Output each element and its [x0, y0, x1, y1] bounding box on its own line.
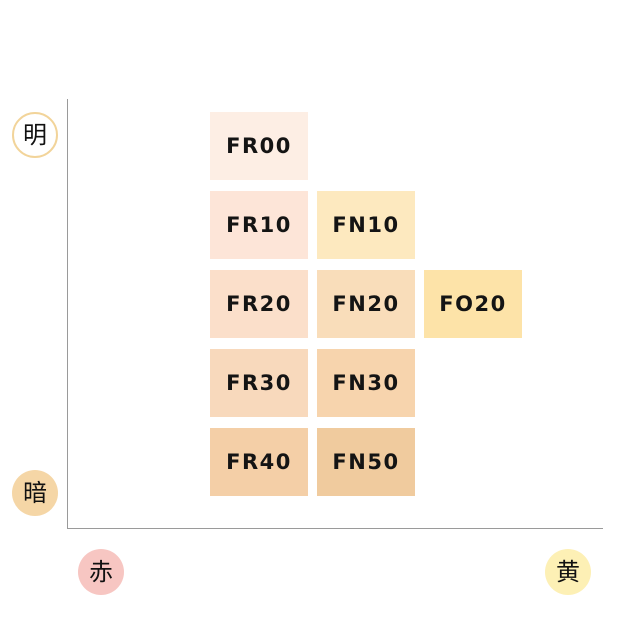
shade-swatch-fn10: FN10 [317, 191, 415, 259]
shade-swatch-fo20: FO20 [424, 270, 522, 338]
dark-label-badge: 暗 [12, 470, 58, 516]
bright-label-badge: 明 [12, 112, 58, 158]
shade-swatch-fr00: FR00 [210, 112, 308, 180]
red-label-badge: 赤 [78, 549, 124, 595]
shade-swatch-fn20: FN20 [317, 270, 415, 338]
shade-swatch-fn50: FN50 [317, 428, 415, 496]
shade-swatch-fr40: FR40 [210, 428, 308, 496]
shade-swatch-fr30: FR30 [210, 349, 308, 417]
y-axis-line [67, 99, 68, 529]
yellow-label-badge: 黄 [545, 549, 591, 595]
shade-swatch-fn30: FN30 [317, 349, 415, 417]
shade-swatch-fr10: FR10 [210, 191, 308, 259]
shade-swatch-fr20: FR20 [210, 270, 308, 338]
x-axis-line [67, 528, 603, 529]
